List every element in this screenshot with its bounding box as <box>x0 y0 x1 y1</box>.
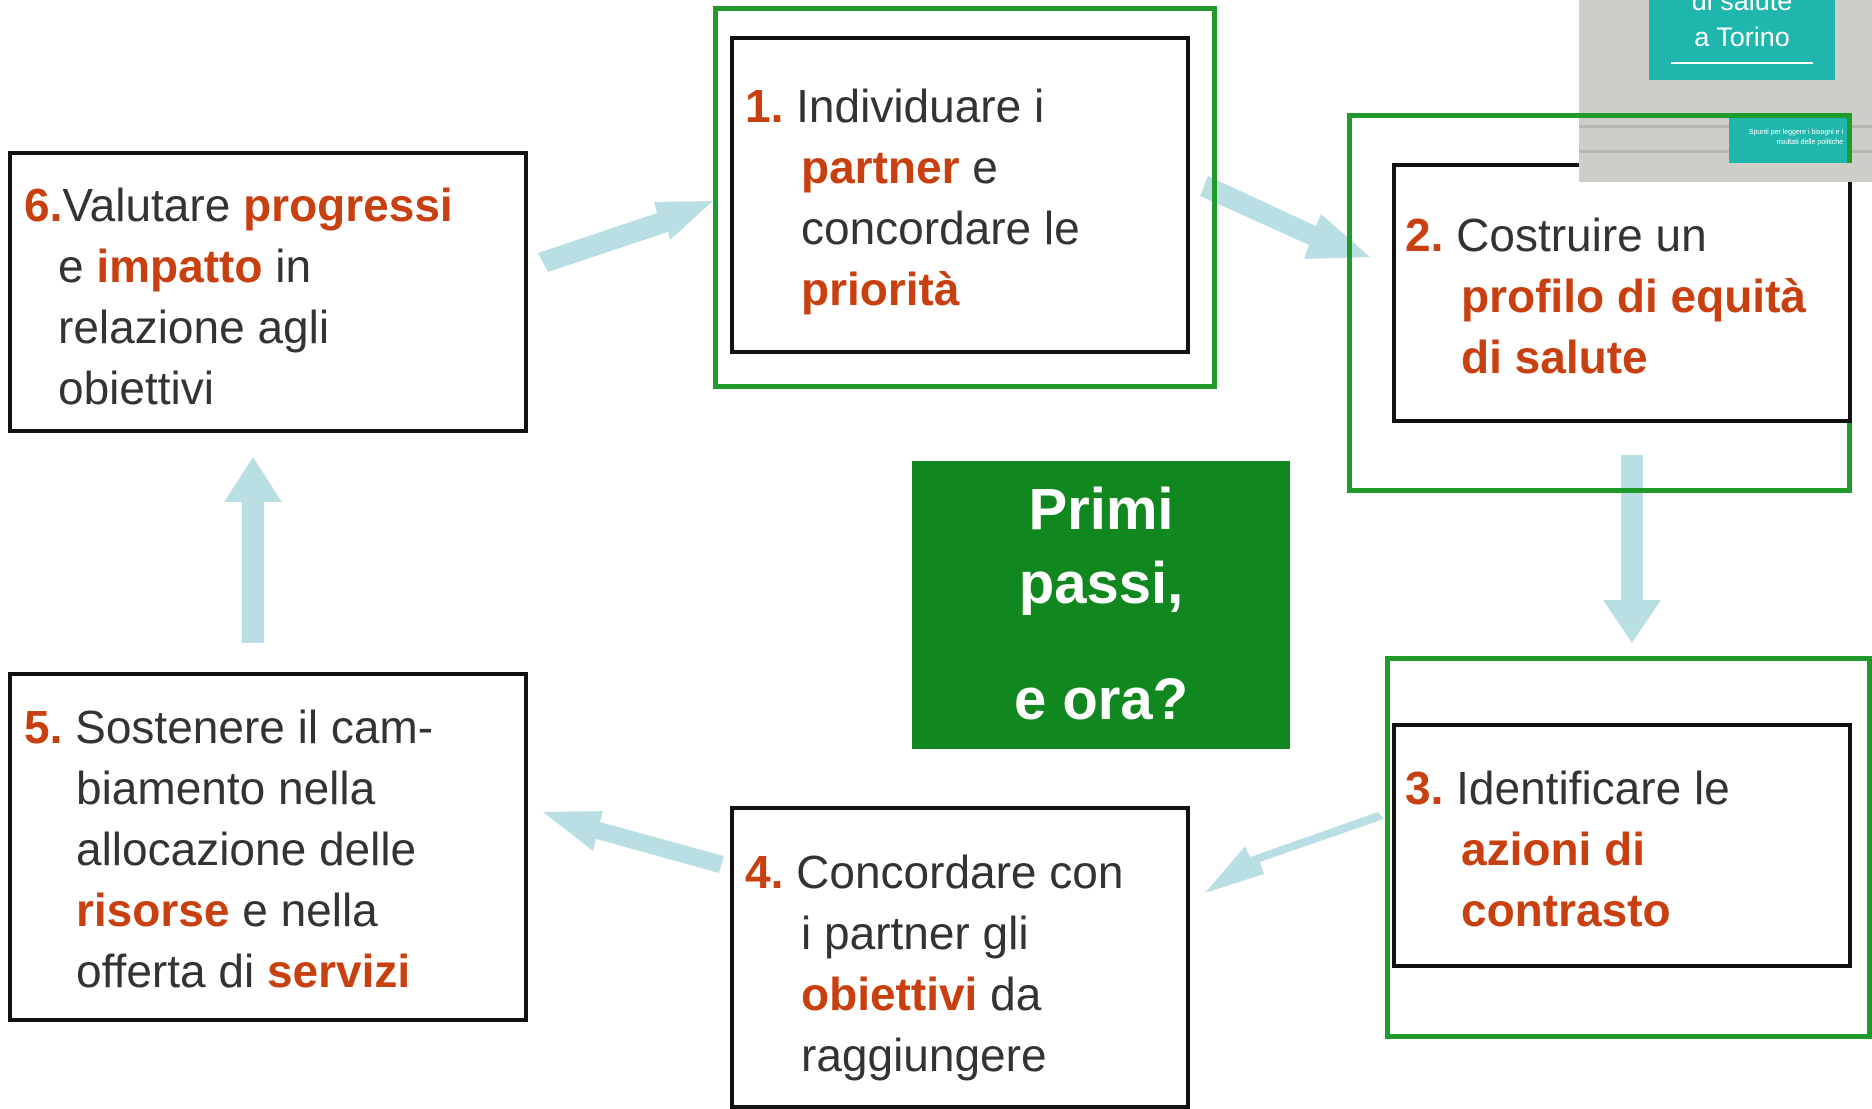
step-2-line-1: 2. Costruire un <box>1405 205 1806 266</box>
center-line-2: passi, <box>1018 551 1184 616</box>
step-3-line-1: 3. Identificare le <box>1405 758 1730 819</box>
book-cover-image: di salute a Torino Spunti per leggere i … <box>1579 0 1872 182</box>
step-6-keyword: impatto <box>96 240 263 292</box>
step-6-box <box>8 151 528 433</box>
step-5-keyword: risorse <box>76 884 230 936</box>
book-cover-overlap <box>1579 163 1852 182</box>
step-6-text-segment: obiettivi <box>58 362 214 414</box>
step-5-box <box>8 672 528 1022</box>
step-3-line-3: contrasto <box>1405 880 1730 941</box>
step-1-highlight-frame <box>713 6 1217 389</box>
step-1-number: 1. <box>745 80 784 132</box>
step-5-keyword: servizi <box>266 945 411 997</box>
step-4-text-segment: da <box>977 968 1042 1020</box>
arrow-4-to-5 <box>543 811 724 873</box>
step-4-line-3: obiettivi da <box>745 964 1123 1025</box>
step-5-text-segment: biamento nella <box>76 762 376 814</box>
step-6-line-4: obiettivi <box>24 358 453 419</box>
step-3-box <box>1392 723 1852 968</box>
arrow-5-to-6 <box>224 457 282 643</box>
step-6-text-segment: Valutare <box>62 179 244 231</box>
step-6-keyword: progressi <box>243 179 453 231</box>
step-4-box <box>730 806 1190 1109</box>
step-6-line-2: e impatto in <box>24 236 453 297</box>
step-4-line-4: raggiungere <box>745 1025 1123 1086</box>
step-2-line-3: di salute <box>1405 327 1806 388</box>
arrow-1-to-2 <box>1200 176 1370 259</box>
step-2-box <box>1392 163 1852 423</box>
step-1-line-3: concordare le <box>745 198 1080 259</box>
step-3-keyword: azioni di <box>1461 823 1645 875</box>
step-6-text-segment: e <box>58 240 97 292</box>
step-2-keyword: di salute <box>1461 331 1648 383</box>
step-1-text-segment: e <box>959 141 998 193</box>
step-3-keyword: contrasto <box>1461 884 1671 936</box>
step-4-text-segment: i partner gli <box>801 907 1029 959</box>
cover-title-line1: di salute <box>1691 0 1793 16</box>
center-label: Primi passi, e ora? <box>912 461 1290 749</box>
step-4-text-segment: raggiungere <box>801 1029 1047 1081</box>
arrow-2-to-3 <box>1603 455 1661 643</box>
step-1-box <box>730 36 1190 354</box>
step-5-text-segment: e nella <box>229 884 378 936</box>
step-6-text-segment: in <box>262 240 312 292</box>
step-1-line-2: partner e <box>745 137 1080 198</box>
step-6-number: 6. <box>24 179 63 231</box>
step-2-text-segment: Costruire un <box>1456 209 1707 261</box>
step-3-text-segment: Identificare le <box>1456 762 1730 814</box>
step-5-text-segment: Sostenere il cam- <box>75 701 434 753</box>
step-5-line-2: biamento nella <box>24 758 433 819</box>
step-3-line-2: azioni di <box>1405 819 1730 880</box>
step-2-number: 2. <box>1405 209 1444 261</box>
step-2-keyword: profilo di equità <box>1461 270 1806 322</box>
step-1-keyword: partner <box>801 141 960 193</box>
step-6-line-3: relazione agli <box>24 297 453 358</box>
step-4-line-2: i partner gli <box>745 903 1123 964</box>
step-5-line-4: risorse e nella <box>24 880 433 941</box>
step-4-line-1: 4. Concordare con <box>745 842 1123 903</box>
step-5-number: 5. <box>24 701 63 753</box>
step-4-number: 4. <box>745 846 784 898</box>
step-3-highlight-frame <box>1385 656 1872 1039</box>
step-2-line-2: profilo di equità <box>1405 266 1806 327</box>
step-5-text: 5. Sostenere il cam-biamento nella alloca… <box>24 697 433 1002</box>
step-1-text-segment: concordare le <box>801 202 1080 254</box>
center-line-3: e ora? <box>1013 667 1189 732</box>
step-4-text-segment: Concordare con <box>796 846 1124 898</box>
step-5-text-segment: allocazione delle <box>76 823 417 875</box>
step-1-line-1: 1. Individuare i <box>745 76 1080 137</box>
step-6-line-1: 6.Valutare progressi <box>24 175 453 236</box>
arrow-6-to-1 <box>538 201 713 272</box>
step-5-text-segment: offerta di <box>76 945 267 997</box>
step-6-text-segment: relazione agli <box>58 301 330 353</box>
cover-title-panel: di salute a Torino <box>1649 0 1835 80</box>
step-5-line-1: 5. Sostenere il cam- <box>24 697 433 758</box>
step-3-number: 3. <box>1405 762 1444 814</box>
step-1-line-4: priorità <box>745 259 1080 320</box>
center-line-1: Primi <box>1028 477 1174 542</box>
arrow-3-to-4 <box>1205 812 1384 893</box>
step-4-keyword: obiettivi <box>801 968 978 1020</box>
step-1-keyword: priorità <box>801 263 960 315</box>
step-5-line-3: allocazione delle <box>24 819 433 880</box>
cover-title-line2: a Torino <box>1694 22 1790 52</box>
step-5-line-5: offerta di servizi <box>24 941 433 1002</box>
step-1-text-segment: Individuare i <box>796 80 1045 132</box>
